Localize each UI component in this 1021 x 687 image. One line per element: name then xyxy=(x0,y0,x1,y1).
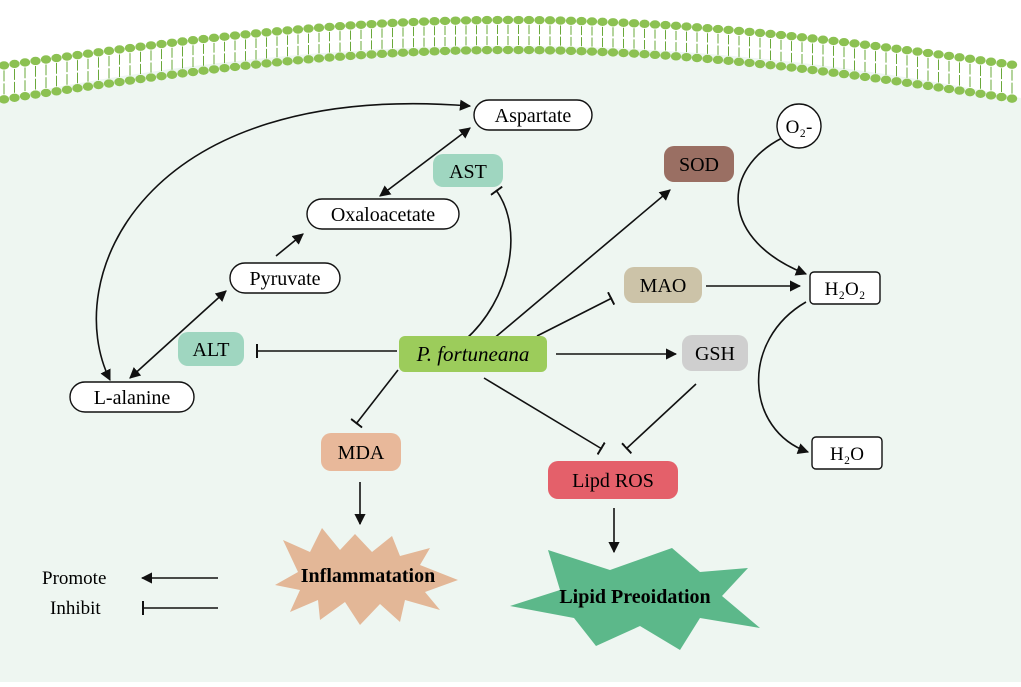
node-o2: O₂- xyxy=(776,103,822,149)
node-p-fortuneana: P. fortuneana xyxy=(399,336,547,372)
edge-pfortuneana-sod xyxy=(491,189,671,341)
edge-pfortuneana-inhibits-mda xyxy=(350,369,399,429)
node-mda: MDA xyxy=(321,433,401,471)
edge-pyruvate-oxaloacetate xyxy=(275,233,304,257)
node-pyruvate: Pyruvate xyxy=(229,262,341,294)
cell-membrane xyxy=(0,15,1018,104)
node-h2o2: H₂O₂ xyxy=(809,271,881,305)
node-alt-label: ALT xyxy=(192,339,229,361)
node-mda-label: MDA xyxy=(338,442,385,464)
node-oxaloacetate-label: Oxaloacetate xyxy=(331,204,435,226)
edge-gsh-inhibits-lipid-ros xyxy=(621,383,697,455)
node-mao: MAO xyxy=(624,267,702,303)
node-h2o: H₂O xyxy=(811,436,883,470)
node-l-alanine: L-alanine xyxy=(69,381,195,413)
node-gsh-label: GSH xyxy=(695,343,735,365)
node-h2o2-label: H₂O₂ xyxy=(825,279,866,300)
node-pyruvate-label: Pyruvate xyxy=(249,268,320,290)
node-p-fortuneana-label: P. fortuneana xyxy=(416,342,530,366)
node-h2o-label: H₂O xyxy=(830,444,864,465)
edge-pfortuneana-inhibits-mao xyxy=(536,291,616,337)
node-lipid-ros-label: Lipd ROS xyxy=(572,470,654,492)
lipid-peroxidation-shape xyxy=(510,548,760,650)
edge-h2o2-h2o xyxy=(757,301,810,454)
legend-promote-label: Promote xyxy=(42,568,106,589)
node-aspartate-label: Aspartate xyxy=(495,105,572,127)
legend: Promote Inhibit xyxy=(42,568,106,619)
edge-alanine-aspartate xyxy=(95,99,472,382)
edge-o2-h2o2 xyxy=(737,137,808,276)
node-aspartate: Aspartate xyxy=(473,99,593,131)
node-alt: ALT xyxy=(178,332,244,366)
node-sod: SOD xyxy=(664,146,734,182)
node-lipid-peroxidation-label: Lipid Preoidation xyxy=(559,586,710,608)
edge-alanine-pyruvate xyxy=(129,290,227,379)
node-inflammation-label: Inflammatation xyxy=(301,565,435,587)
legend-inhibit-label: Inhibit xyxy=(50,598,101,619)
node-ast: AST xyxy=(433,154,503,187)
node-lipid-ros: Lipd ROS xyxy=(548,461,678,499)
node-ast-label: AST xyxy=(449,161,487,183)
node-o2-label: O₂- xyxy=(786,117,813,138)
inflammation-shape xyxy=(275,528,458,625)
node-oxaloacetate: Oxaloacetate xyxy=(306,198,460,230)
edge-pfortuneana-inhibits-lipid-ros xyxy=(483,377,606,455)
node-l-alanine-label: L-alanine xyxy=(94,387,171,409)
node-mao-label: MAO xyxy=(640,275,687,297)
edge-pfortuneana-inhibits-ast xyxy=(464,185,512,341)
edge-oxaloacetate-aspartate xyxy=(379,127,471,197)
node-sod-label: SOD xyxy=(679,154,719,176)
node-gsh: GSH xyxy=(682,335,748,371)
node-inflammation: Inflammatation xyxy=(275,528,458,625)
node-lipid-peroxidation: Lipid Preoidation xyxy=(510,548,760,650)
